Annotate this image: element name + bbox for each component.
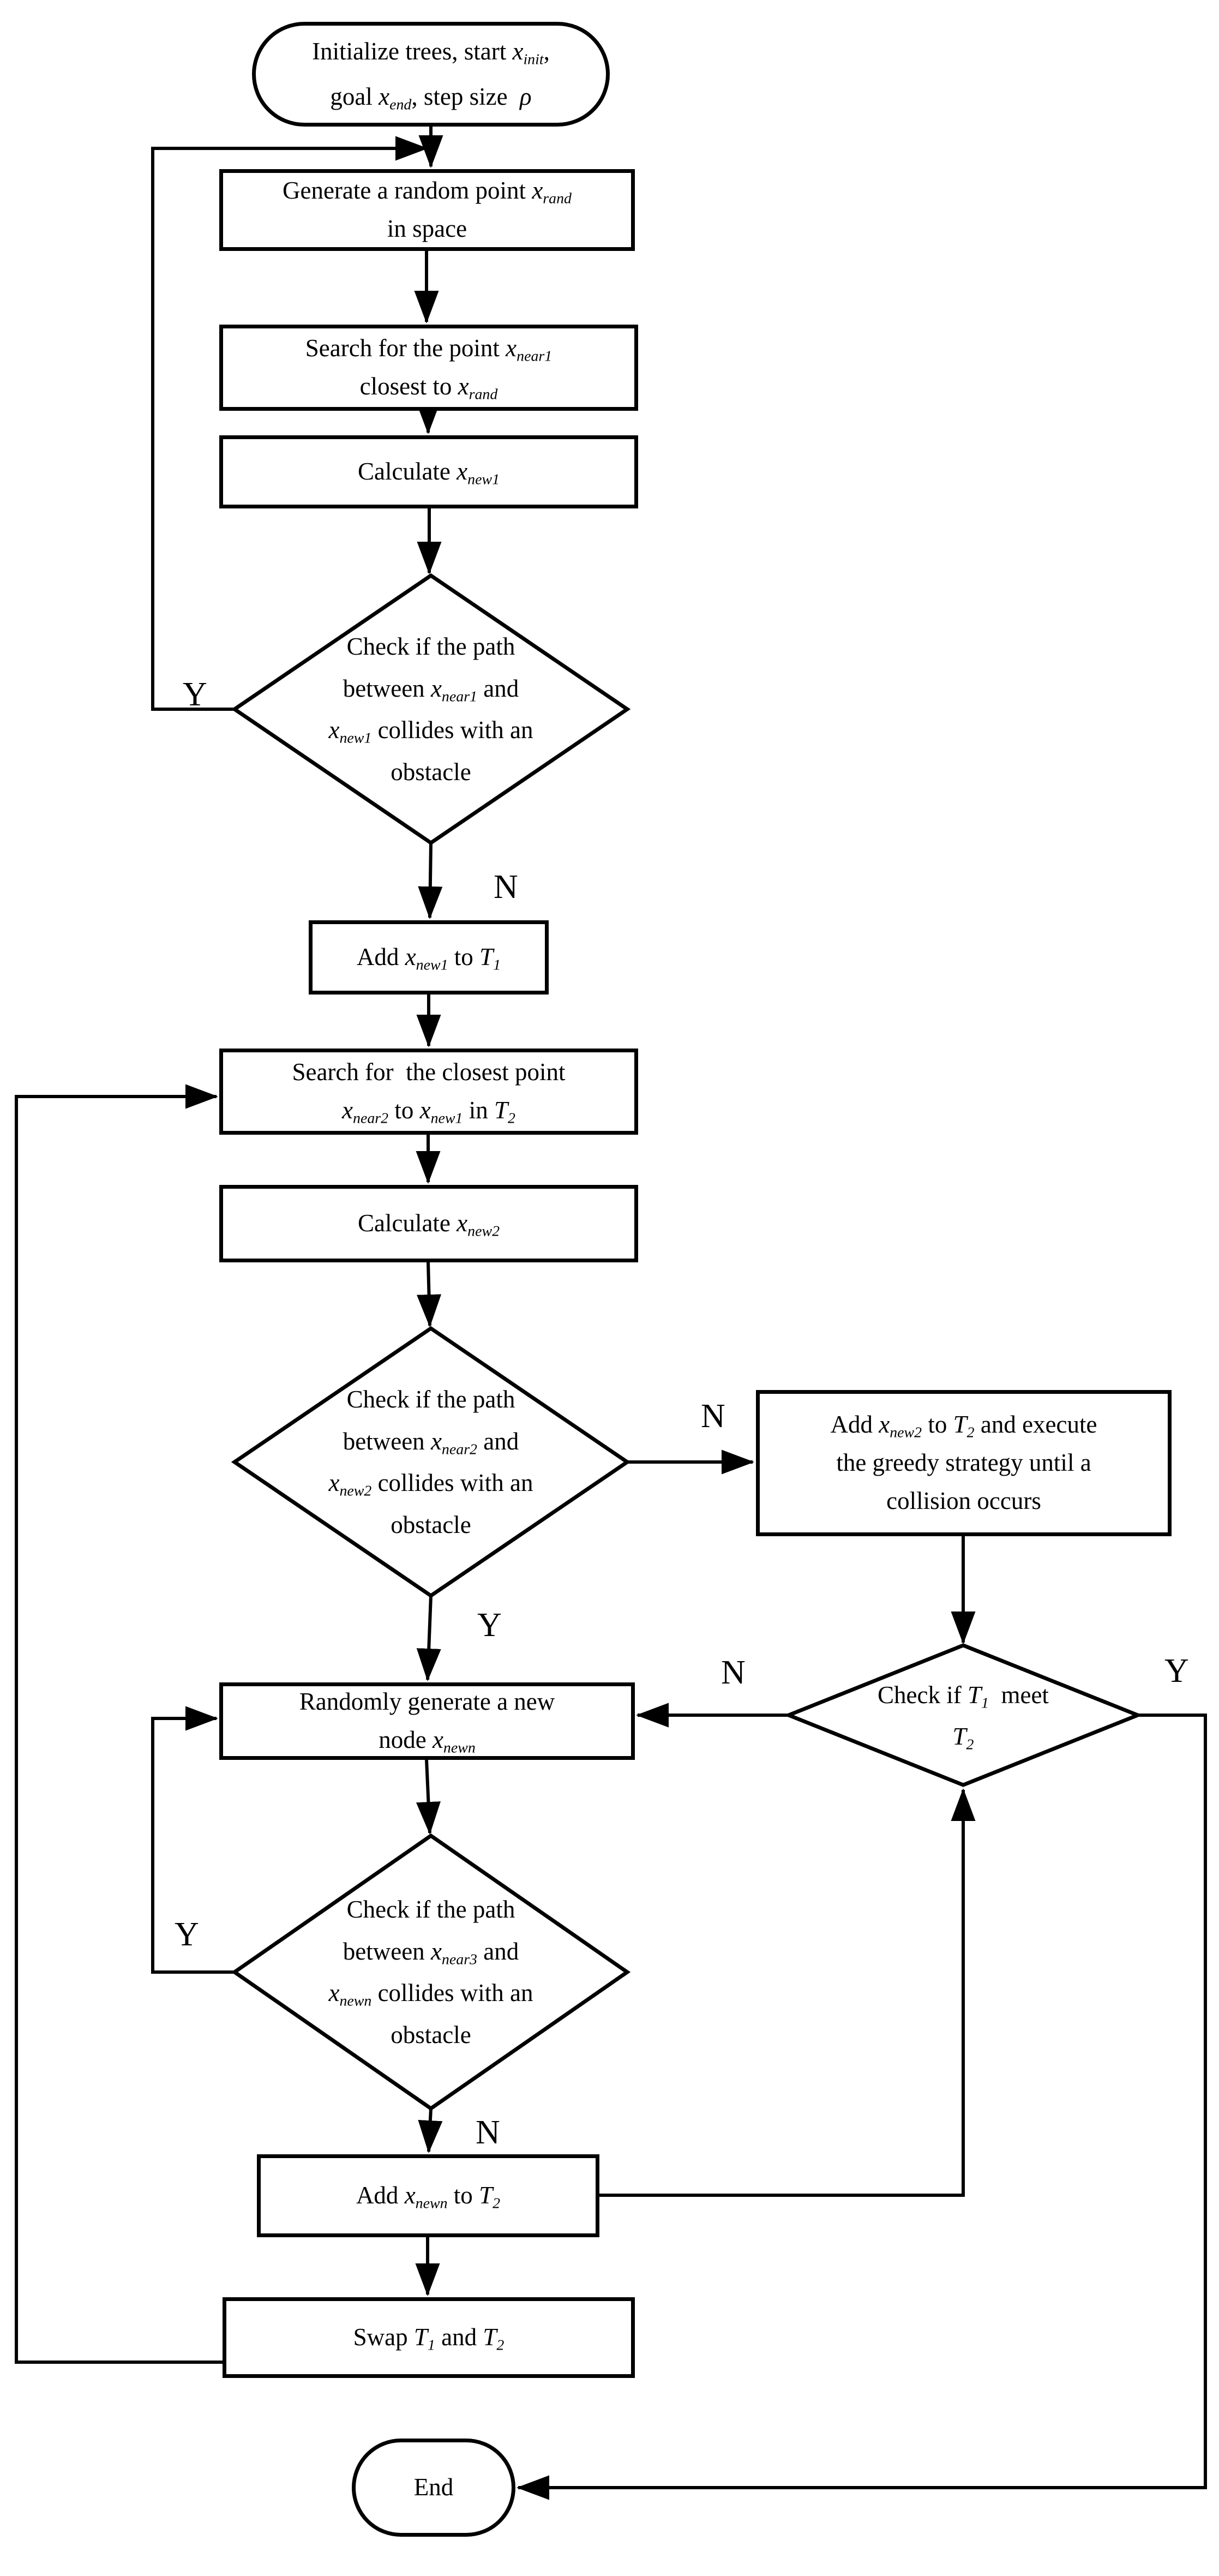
node-generate-random: Generate a random point xrand in space (219, 169, 635, 251)
node-check-collision3-label-box: Check if the path between xnear3 and xne… (256, 1863, 605, 2081)
node-random-newn-label: Randomly generate a new node xnewn (299, 1688, 555, 1757)
edge-label-collision3-no: N (476, 2114, 500, 2151)
edge-collision1-no-add1 (418, 842, 443, 919)
node-check-collision3-label: Check if the path between xnear3 and xne… (328, 1896, 533, 2048)
edge-collision3-yes-loop (151, 1706, 235, 1974)
node-search-near1: Search for the point xnear1 closest to x… (219, 325, 638, 411)
node-check-meet-label: Check if T1 meet T2 (878, 1681, 1049, 1753)
node-end: End (352, 2439, 515, 2537)
node-calc-new1: Calculate xnew1 (219, 435, 638, 508)
edge-addn-meet (599, 1788, 976, 2197)
node-check-collision2-label: Check if the path between xnear2 and xne… (328, 1386, 533, 1538)
edge-label-collision2-yes: Y (477, 1607, 502, 1644)
node-search-near2: Search for the closest point xnear2 to x… (219, 1049, 638, 1135)
node-search-near1-label: Search for the point xnear1 closest to x… (305, 334, 553, 403)
node-check-collision2-label-box: Check if the path between xnear2 and xne… (256, 1353, 605, 1571)
edge-random-collision3 (416, 1759, 441, 1835)
node-random-newn: Randomly generate a new node xnewn (219, 1682, 635, 1760)
edge-swap-search2-loop (15, 1084, 223, 2364)
edge-label-collision1-yes: Y (183, 676, 207, 713)
edge-collision2-yes-random (416, 1595, 441, 1681)
node-end-label: End (413, 2473, 454, 2501)
node-swap: Swap T1 and T2 (223, 2297, 635, 2378)
edge-meet-yes-end (516, 1714, 1207, 2500)
edge-label-meet-no: N (721, 1654, 746, 1691)
node-calc-new2: Calculate xnew2 (219, 1185, 638, 1262)
node-start-label: Initialize trees, start xinit, goal xend… (312, 37, 550, 113)
node-add-new1: Add xnew1 to T1 (309, 920, 549, 995)
node-add-newn-label: Add xnewn to T2 (356, 2182, 501, 2212)
node-add-new1-label: Add xnew1 to T1 (356, 943, 501, 974)
node-start: Initialize trees, start xinit, goal xend… (252, 22, 610, 127)
node-add-newn: Add xnewn to T2 (257, 2154, 599, 2237)
node-generate-random-label: Generate a random point xrand in space (282, 177, 572, 242)
edge-label-collision3-yes: Y (175, 1916, 199, 1953)
node-calc-new2-label: Calculate xnew2 (357, 1209, 500, 1240)
node-add-new2-greedy-label: Add xnew2 to T2 and execute the greedy s… (830, 1411, 1097, 1514)
edge-collision1-yes-loop (151, 136, 429, 711)
node-check-collision1-label: Check if the path between xnear1 and xne… (328, 633, 533, 786)
edge-collision3-no-addn (418, 2108, 443, 2153)
edge-label-collision2-no: N (701, 1398, 725, 1435)
node-add-new2-greedy: Add xnew2 to T2 and execute the greedy s… (756, 1390, 1172, 1536)
decision-meet-shape (783, 1643, 1143, 1787)
node-calc-new1-label: Calculate xnew1 (357, 458, 500, 488)
node-swap-label: Swap T1 and T2 (353, 2323, 505, 2354)
node-check-meet-label-box: Check if T1 meet T2 (807, 1653, 1119, 1778)
node-search-near2-label: Search for the closest point xnear2 to x… (292, 1058, 566, 1127)
node-check-collision1-label-box: Check if the path between xnear1 and xne… (256, 600, 605, 818)
edge-label-collision1-no: N (494, 868, 518, 906)
edge-label-meet-yes: Y (1164, 1652, 1189, 1690)
edge-calc2-collision2 (417, 1262, 442, 1327)
